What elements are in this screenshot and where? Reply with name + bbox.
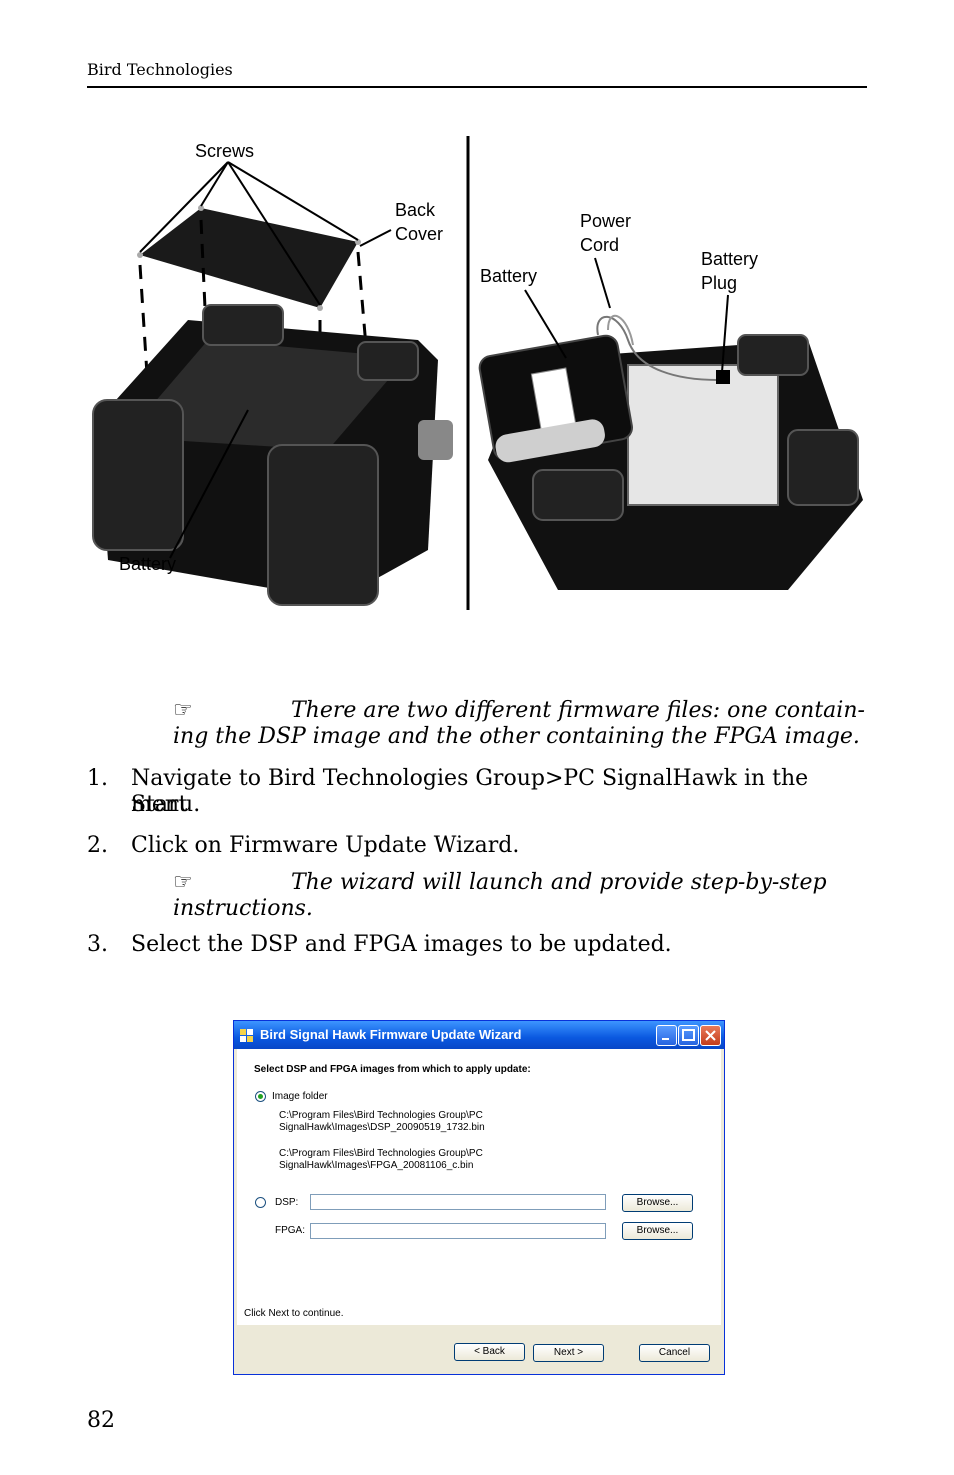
step-number: 2. [87,833,108,858]
dsp-label: DSP: [275,1197,299,1208]
label-power-cord-1: Power [580,211,632,231]
battery-illustration [92,136,863,610]
note-wizard: ☞ The wizard will launch and provide ste… [173,870,873,896]
close-icon [705,1030,716,1041]
fpga-label: FPGA: [275,1225,306,1236]
step-text: Navigate to Bird Technologies Group>PC S… [131,766,809,817]
dialog-title: Bird Signal Hawk Firmware Update Wizard [260,1027,522,1042]
minimize-icon [662,1038,669,1040]
label-battery-plug-1: Battery [701,249,759,269]
cancel-button[interactable]: Cancel [639,1344,710,1362]
step-text: Select the DSP and FPGA images to be upd… [131,932,672,957]
label-battery-left: Battery [119,554,177,574]
fpga-path-line-2: SignalHawk\Images\FPGA_20081106_c.bin [279,1160,474,1171]
dialog-heading: Select DSP and FPGA images from which to… [254,1064,531,1075]
step-1: 1. Navigate to Bird Technologies Group>P… [0,766,954,826]
step-number: 1. [87,766,108,791]
next-button[interactable]: Next > [533,1344,604,1362]
step-text: Click on Firmware Update Wizard. [131,833,520,858]
image-folder-label: Image folder [272,1091,328,1102]
label-power-cord-2: Cord [580,235,620,255]
title-bar: Bird Signal Hawk Firmware Update Wizard [234,1021,724,1049]
dsp-path-line-1: C:\Program Files\Bird Technologies Group… [279,1110,483,1121]
battery-figure: Screws Back Cover Battery Battery Power … [88,130,868,620]
label-screws: Screws [195,141,255,161]
radio-selected-dot [258,1094,263,1099]
running-header: Bird Technologies [87,60,233,79]
custom-files-radio[interactable] [255,1197,266,1208]
fpga-path-input[interactable] [310,1223,606,1239]
image-folder-radio[interactable] [255,1091,266,1102]
firmware-update-wizard-dialog: Bird Signal Hawk Firmware Update Wizard … [233,1020,725,1375]
dsp-path-input[interactable] [310,1194,606,1210]
maximize-icon [682,1029,695,1041]
step-number: 3. [87,932,108,957]
label-back-cover-1: Back [395,200,436,220]
dsp-browse-button[interactable]: Browse... [622,1194,693,1212]
label-battery-plug-2: Plug [701,273,738,293]
note-line-2: instructions. [173,896,313,921]
pointing-hand-icon: ☞ [173,698,193,723]
header-rule [87,86,867,88]
footer-instruction: Click Next to continue. [244,1308,344,1319]
note-line-2: ing the DSP image and the other containi… [173,724,860,749]
label-back-cover-2: Cover [395,224,444,244]
pointing-hand-icon: ☞ [173,870,193,895]
step-2: 2. Click on Firmware Update Wizard. [0,833,954,863]
app-icon [240,1029,253,1042]
page-number: 82 [87,1408,115,1433]
label-battery-right: Battery [480,266,538,286]
dsp-path-line-2: SignalHawk\Images\DSP_20090519_1732.bin [279,1122,485,1133]
note-line-1: The wizard will launch and provide step-… [291,870,827,895]
close-button[interactable] [700,1025,721,1046]
step-text-cont: menu. [131,792,201,817]
note-firmware-files: ☞ There are two different firmware files… [173,698,873,724]
note-line-1: There are two different firmware files: … [291,698,865,723]
step-3: 3. Select the DSP and FPGA images to be … [0,932,954,962]
fpga-path-line-1: C:\Program Files\Bird Technologies Group… [279,1148,483,1159]
fpga-browse-button[interactable]: Browse... [622,1222,693,1240]
back-button[interactable]: < Back [454,1343,525,1361]
maximize-button[interactable] [678,1025,699,1046]
dialog-body: Select DSP and FPGA images from which to… [237,1049,721,1372]
minimize-button[interactable] [656,1025,677,1046]
